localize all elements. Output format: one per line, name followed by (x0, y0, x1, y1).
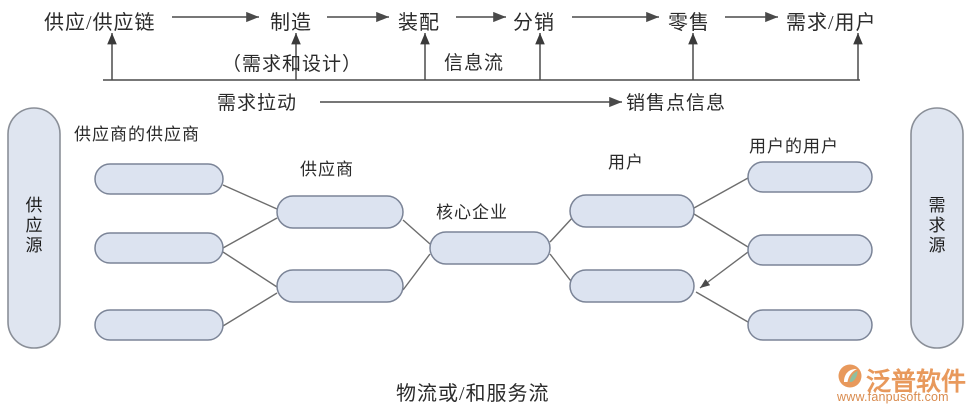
caption-suppliers-supplier: 供应商的供应商 (74, 125, 200, 144)
supply-source-ellipse (7, 107, 61, 349)
caption-customers-customer: 用户的用户 (749, 137, 839, 156)
chain-stage-assembly: 装配 (398, 12, 440, 34)
flow-note-demand-pull: 需求拉动 (217, 93, 298, 114)
link-t2s2-t1s1 (222, 217, 278, 249)
network-connectors (222, 177, 749, 327)
link-t1s1-core (402, 219, 431, 245)
node-tier1-supplier-2 (276, 269, 404, 303)
link-core-t1c2 (549, 253, 575, 286)
chain-stage-manufacture: 制造 (270, 12, 312, 34)
link-t1c1-t2c1 (693, 177, 749, 209)
side-ellipses (7, 107, 964, 349)
node-tier2-customer-3 (747, 309, 873, 341)
flow-note-pos-information: 销售点信息 (626, 93, 727, 114)
link-t2s3-t1s2 (222, 292, 278, 327)
link-t1c1-t2c2 (693, 213, 749, 248)
chain-stage-demand: 需求/用户 (786, 12, 877, 34)
flow-note-information-flow: 信息流 (444, 53, 505, 74)
fanpusoft-logo-icon (838, 364, 862, 388)
demand-source-label: 需求源 (928, 196, 946, 256)
chain-stage-supply: 供应/供应链 (44, 12, 156, 34)
node-tier2-supplier-2 (94, 232, 224, 264)
link-t2c2-t1c2 (699, 251, 749, 289)
node-tier2-supplier-1 (94, 163, 224, 195)
link-t2s1-t1s1 (222, 184, 278, 210)
chain-stage-distribution: 分销 (513, 12, 555, 34)
node-tier1-customer-2 (569, 269, 695, 303)
chain-stage-retail: 零售 (668, 12, 710, 34)
network-nodes (94, 161, 873, 341)
caption-core-enterprise: 核心企业 (436, 203, 508, 222)
demand-source-ellipse (910, 107, 964, 349)
node-tier2-customer-2 (747, 234, 873, 266)
flow-note-demand-and-design: （需求和设计） (222, 54, 363, 75)
caption-supplier: 供应商 (300, 160, 354, 179)
node-core-enterprise (429, 231, 551, 265)
watermark-brand: 泛普软件 (866, 368, 967, 396)
link-t1s2-core (402, 253, 431, 291)
link-core-t1c1 (549, 215, 575, 243)
supply-source-label: 供应源 (25, 196, 43, 256)
link-t2c3-t1c2 (695, 291, 749, 323)
node-tier1-customer-1 (569, 194, 695, 228)
bottom-caption-logistics-service-flow: 物流或/和服务流 (396, 383, 550, 405)
node-tier2-supplier-3 (94, 309, 224, 341)
link-t2s2-t1s2 (222, 251, 278, 288)
watermark-url: www.fanpusoft.com (837, 390, 949, 404)
caption-customer: 用户 (608, 153, 644, 172)
node-tier2-customer-1 (747, 161, 873, 193)
information-flow-bus (103, 32, 863, 81)
watermark: 泛普软件 www.fanpusoft.com (836, 362, 968, 408)
node-tier1-supplier-1 (276, 195, 404, 229)
